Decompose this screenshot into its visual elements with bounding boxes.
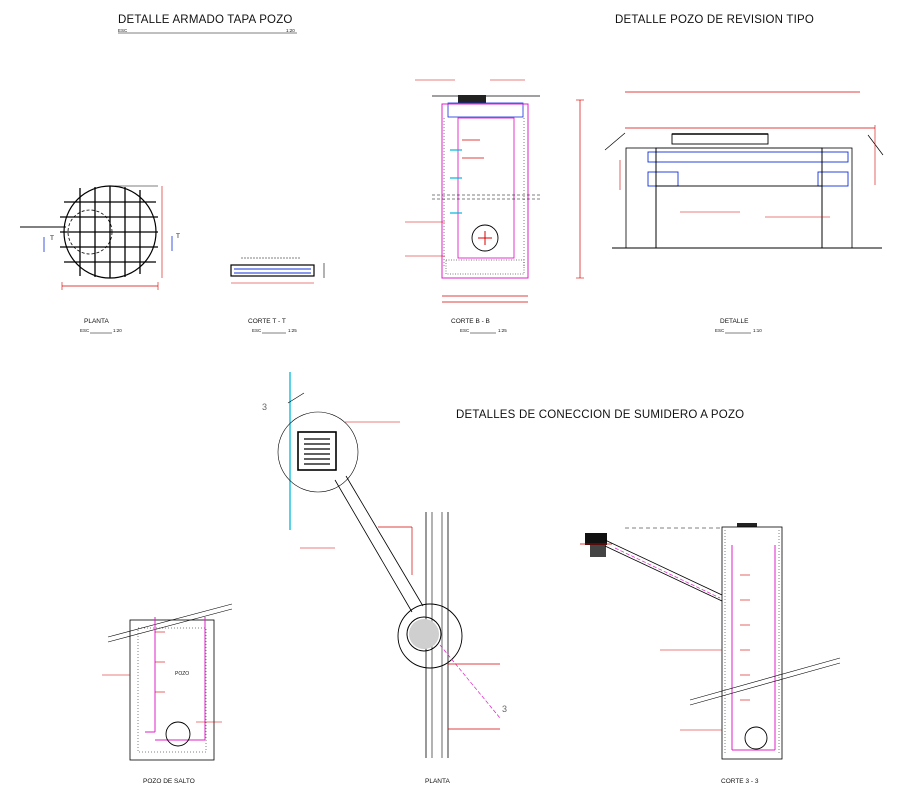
section-marker-t-left: T — [50, 235, 54, 242]
corte-bb-drawing — [405, 79, 584, 303]
detalle-drawing — [604, 91, 884, 249]
title-conexion: DETALLES DE CONECCION DE SUMIDERO A POZO — [456, 409, 744, 421]
corte-tt-drawing — [230, 257, 325, 284]
pozo-label: POZO — [175, 671, 189, 677]
svg-text:ESC: ESC — [715, 328, 725, 333]
section-marker-t-right: T — [176, 233, 180, 240]
svg-text:ESC: ESC — [80, 328, 90, 333]
scale-planta-top: 1:20 — [113, 328, 122, 333]
scale-detalle: 1:10 — [753, 328, 762, 333]
caption-planta-bottom: PLANTA — [425, 778, 450, 785]
caption-planta-top: PLANTA — [84, 318, 109, 325]
svg-text:ESC: ESC — [460, 328, 470, 333]
title-pozo-revision: DETALLE POZO DE REVISION TIPO — [615, 14, 814, 26]
title-armado-scale: 1:20 — [286, 28, 295, 33]
caption-corte-bb: CORTE B - B — [451, 318, 490, 325]
title-armado-scale-prefix: ESC — [118, 28, 128, 33]
planta-top-drawing: T T — [20, 185, 180, 290]
caption-pozo-salto: POZO DE SALTO — [143, 778, 195, 785]
title-armado-tapa: DETALLE ARMADO TAPA POZO — [118, 14, 293, 26]
caption-corte-tt: CORTE T - T — [248, 318, 286, 325]
pozo-salto-drawing: POZO — [102, 603, 233, 761]
caption-detalle: DETALLE — [720, 318, 749, 325]
planta-bottom-drawing: 3 3 — [262, 372, 507, 758]
scale-corte-tt: 1:25 — [288, 328, 297, 333]
corte-33-drawing — [580, 523, 841, 760]
caption-corte-33: CORTE 3 - 3 — [721, 778, 759, 785]
section-marker-3-top: 3 — [262, 402, 267, 412]
section-marker-3-bottom: 3 — [502, 704, 507, 714]
svg-text:ESC: ESC — [252, 328, 262, 333]
scale-corte-bb: 1:25 — [498, 328, 507, 333]
